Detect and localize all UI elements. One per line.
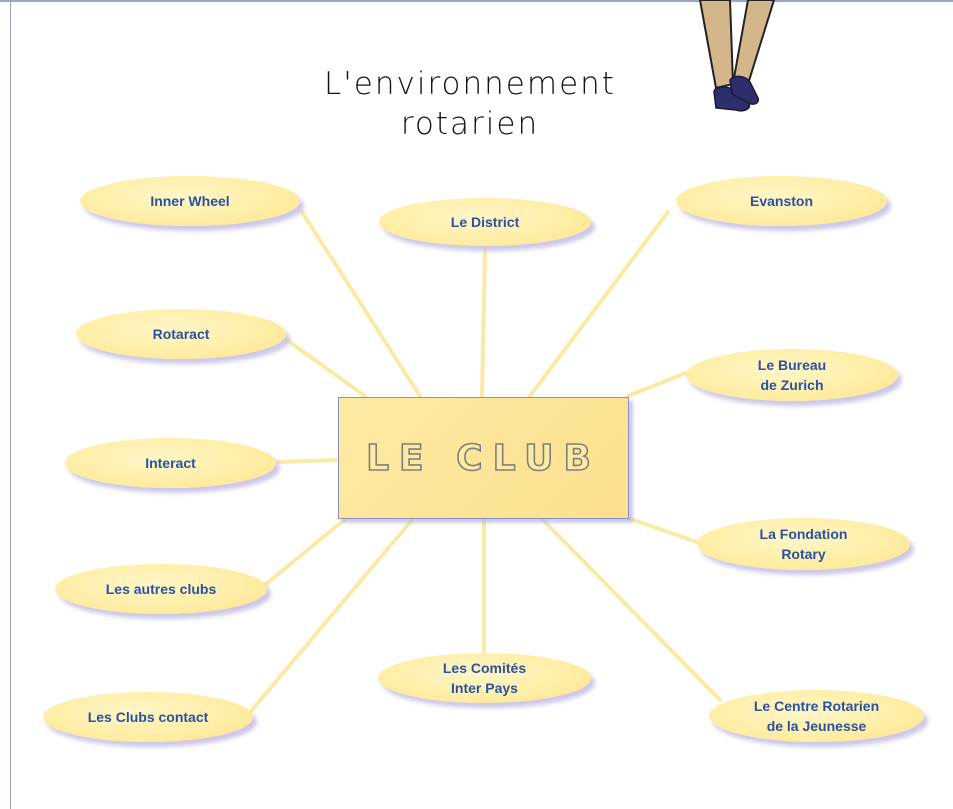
frame-left-border [10, 2, 11, 809]
center-club-box: LE CLUB [338, 397, 629, 519]
node-fondation-rotary-label: La Fondation Rotary [759, 526, 848, 562]
connector-fondation-rotary [626, 516, 699, 544]
connector-interact [276, 458, 338, 464]
node-comites-inter-pays: Les Comités Inter Pays [378, 653, 591, 703]
legs-illustration [698, 0, 776, 112]
node-fondation-rotary: La Fondation Rotary [697, 518, 910, 570]
node-bureau-zurich: Le Bureau de Zurich [686, 349, 898, 401]
node-rotaract: Rotaract [76, 309, 286, 359]
node-clubs-contact: Les Clubs contact [43, 692, 253, 742]
node-autres-clubs: Les autres clubs [55, 564, 267, 614]
node-clubs-contact-label: Les Clubs contact [87, 709, 209, 725]
connector-le-district [480, 248, 487, 398]
node-le-district: Le District [379, 198, 591, 246]
center-club-label: LE CLUB [365, 437, 601, 480]
title-line-2: rotarien [400, 106, 540, 142]
connector-clubs-contact [250, 518, 414, 712]
node-le-district-label: Le District [450, 214, 520, 230]
node-rotaract-label: Rotaract [152, 326, 210, 342]
node-centre-rotarien-jeunesse: Le Centre Rotarien de la Jeunesse [709, 690, 924, 742]
node-inner-wheel: Inner Wheel [80, 176, 300, 226]
node-comites-inter-pays-label: Les Comités Inter Pays [442, 660, 527, 696]
title-line-1: L'environnement [324, 66, 616, 102]
node-autres-clubs-label: Les autres clubs [105, 581, 217, 597]
connector-autres-clubs [263, 518, 346, 587]
node-evanston: Evanston [676, 176, 887, 226]
node-inner-wheel-label: Inner Wheel [150, 193, 230, 209]
connector-rotaract [285, 338, 367, 398]
frame-top-border [0, 0, 953, 2]
node-interact-label: Interact [145, 455, 196, 471]
connector-inner-wheel [300, 210, 422, 398]
node-centre-rotarien-jeunesse-label: Le Centre Rotarien de la Jeunesse [753, 698, 880, 734]
node-evanston-label: Evanston [749, 193, 813, 209]
connector-evanston [528, 210, 670, 398]
node-bureau-zurich-label: Le Bureau de Zurich [757, 357, 827, 393]
page-title: L'environnement rotarien [290, 64, 650, 144]
connector-centre-jeunesse [540, 517, 722, 702]
node-interact: Interact [65, 438, 276, 488]
connector-bureau-zurich [626, 371, 688, 398]
